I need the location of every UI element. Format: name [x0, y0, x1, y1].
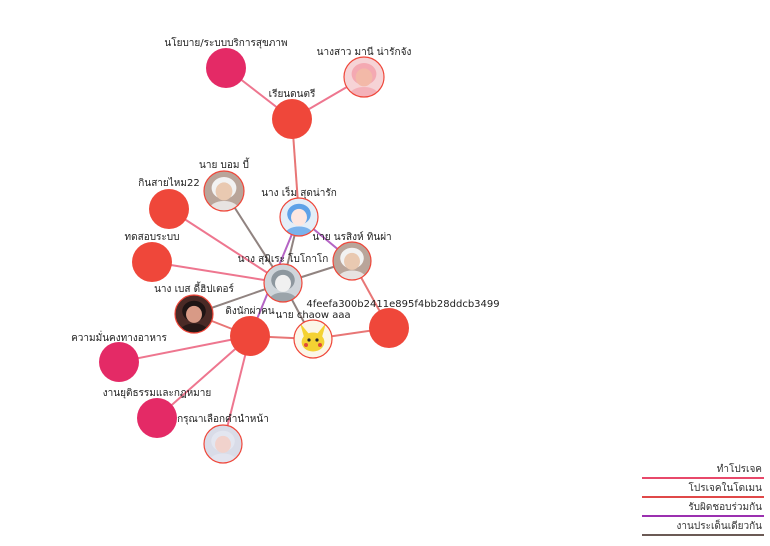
graph-node-music[interactable]: เรียนดนตรี: [269, 88, 316, 139]
girl-avatar-icon[interactable]: [203, 424, 243, 471]
graph-edge-project: [156, 335, 251, 419]
node-circle[interactable]: [230, 316, 270, 356]
node-label: ดิงนักผ่าคน: [225, 306, 274, 317]
node-circle[interactable]: [272, 99, 312, 139]
node-circle[interactable]: [369, 308, 409, 348]
graph-edge-project: [118, 335, 251, 363]
node-label: นาง สุมิเระ โบโกาโก: [238, 252, 329, 265]
graph-node-please[interactable]: กรุณาเลือกคำนำหน้า: [177, 413, 269, 471]
node-label: นาง เร็ม สุดน่ารัก: [261, 185, 337, 199]
node-circle[interactable]: [137, 398, 177, 438]
graph-node-bom[interactable]: นาย บอม บี้: [199, 157, 250, 219]
graph-node-justice[interactable]: งานยุติธรรมและกฎหมาย: [103, 388, 212, 438]
node-label: กรุณาเลือกคำนำหน้า: [177, 413, 269, 425]
node-label: นาง เบส ดี้ฮิปเตอร์: [154, 281, 234, 295]
node-label: นาย นรสิงห์ ทินผ่า: [312, 231, 391, 243]
node-label: นโยบาย/ระบบบริการสุขภาพ: [164, 36, 287, 49]
legend-label: ทำโปรเจค: [716, 464, 762, 475]
legend-line: [642, 534, 764, 536]
graph-node-dinner[interactable]: ดิงนักผ่าคน: [225, 306, 275, 356]
graph-edge-project: [151, 261, 284, 284]
elder-avatar-icon[interactable]: [203, 170, 245, 219]
node-label: ทดสอบระบบ: [125, 232, 180, 243]
node-label: นางสาว มานี น่ารักจัง: [317, 46, 412, 58]
graph-node-norasing[interactable]: นาย นรสิงห์ ทินผ่า: [312, 231, 392, 288]
node-circle[interactable]: [99, 342, 139, 382]
legend-line: [642, 477, 764, 479]
graph-node-bes[interactable]: นาง เบส ดี้ฮิปเตอร์: [154, 281, 235, 341]
legend: ทำโปรเจค โปรเจคในโดเมน รับผิดชอบร่วมกัน …: [642, 462, 764, 538]
baby-avatar-icon[interactable]: [343, 56, 385, 105]
node-label: ความมั่นคงทางอาหาร: [71, 330, 167, 344]
node-label: 4feefa300b2411e895f4bb28ddcb3499: [306, 299, 499, 310]
node-circle[interactable]: [149, 189, 189, 229]
legend-label: โปรเจคในโดเมน: [688, 483, 763, 494]
anime-avatar-icon[interactable]: [279, 197, 319, 244]
person-avatar-icon[interactable]: [174, 294, 214, 341]
node-label: กินสายไหม22: [138, 177, 199, 189]
elder-avatar-icon[interactable]: [332, 241, 372, 288]
node-label: งานยุติธรรมและกฎหมาย: [103, 388, 212, 399]
legend-line: [642, 496, 764, 498]
legend-item-domain-project: โปรเจคในโดเมน: [642, 481, 764, 498]
graph-node-food[interactable]: ความมั่นคงทางอาหาร: [71, 330, 168, 382]
graph-node-sumire[interactable]: นาง สุมิเระ โบโกาโก: [238, 252, 329, 310]
legend-item-project: ทำโปรเจค: [642, 462, 764, 479]
graph-node-chaow[interactable]: นาย chaow aaa: [275, 310, 351, 359]
graph-node-test[interactable]: ทดสอบระบบ: [125, 232, 180, 282]
graph-node-policy[interactable]: นโยบาย/ระบบบริการสุขภาพ: [164, 36, 288, 88]
legend-line: [642, 515, 764, 517]
legend-label: งานประเด็นเดียวกัน: [676, 521, 762, 532]
graph-node-hash[interactable]: 4feefa300b2411e895f4bb28ddcb3499: [306, 299, 500, 348]
cat-avatar-icon[interactable]: [263, 263, 303, 310]
node-label: เรียนดนตรี: [269, 88, 316, 100]
node-label: นาย บอม บี้: [199, 157, 250, 171]
legend-item-responsible: รับผิดชอบร่วมกัน: [642, 500, 764, 517]
graph-edge-project: [168, 208, 284, 284]
node-circle[interactable]: [206, 48, 246, 88]
legend-label: รับผิดชอบร่วมกัน: [688, 502, 762, 513]
graph-node-rem[interactable]: นาง เร็ม สุดน่ารัก: [261, 185, 337, 244]
pikachu-avatar-icon[interactable]: [293, 319, 333, 359]
node-circle[interactable]: [132, 242, 172, 282]
node-label: นาย chaow aaa: [275, 310, 350, 321]
legend-item-same-issue: งานประเด็นเดียวกัน: [642, 519, 764, 536]
graph-node-mani[interactable]: นางสาว มานี น่ารักจัง: [317, 46, 412, 105]
graph-node-silk[interactable]: กินสายไหม22: [138, 177, 200, 229]
